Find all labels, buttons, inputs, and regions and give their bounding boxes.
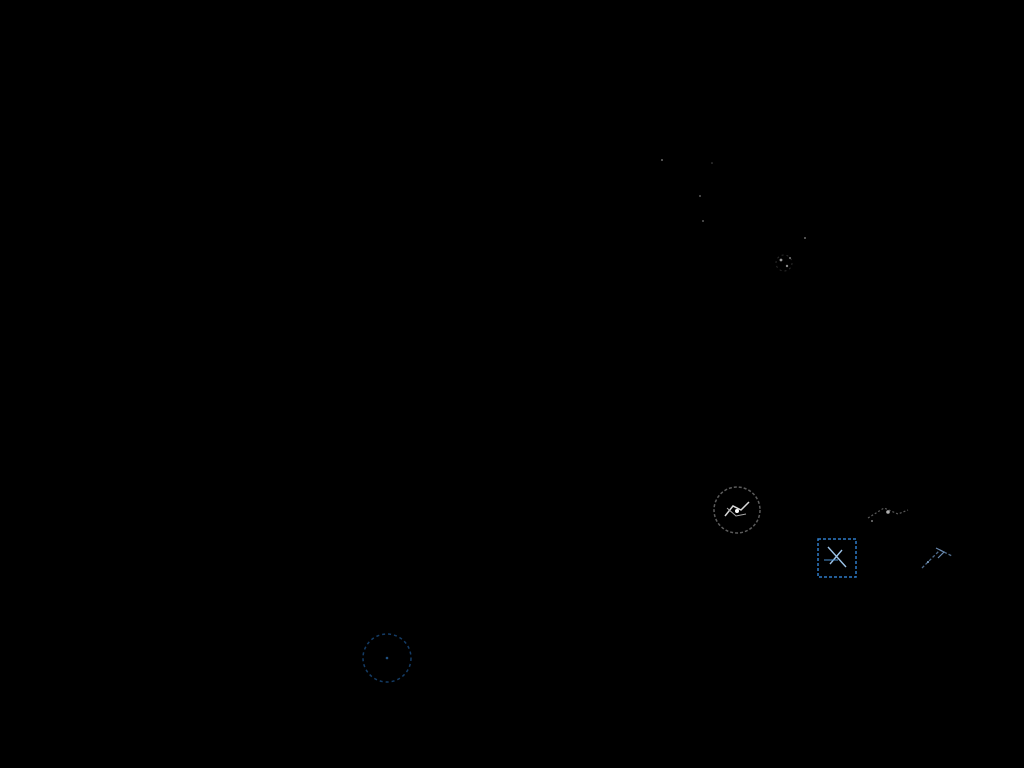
ringed-orb-icon[interactable] [713, 486, 761, 534]
selected-unit-icon[interactable] [817, 538, 857, 578]
arrow-marker-icon[interactable] [921, 547, 953, 569]
satellite-cluster-icon[interactable] [775, 237, 806, 272]
faint-star-specks-icon [661, 159, 713, 222]
target-ring-icon[interactable] [362, 633, 412, 683]
drone-icon[interactable] [867, 507, 909, 522]
